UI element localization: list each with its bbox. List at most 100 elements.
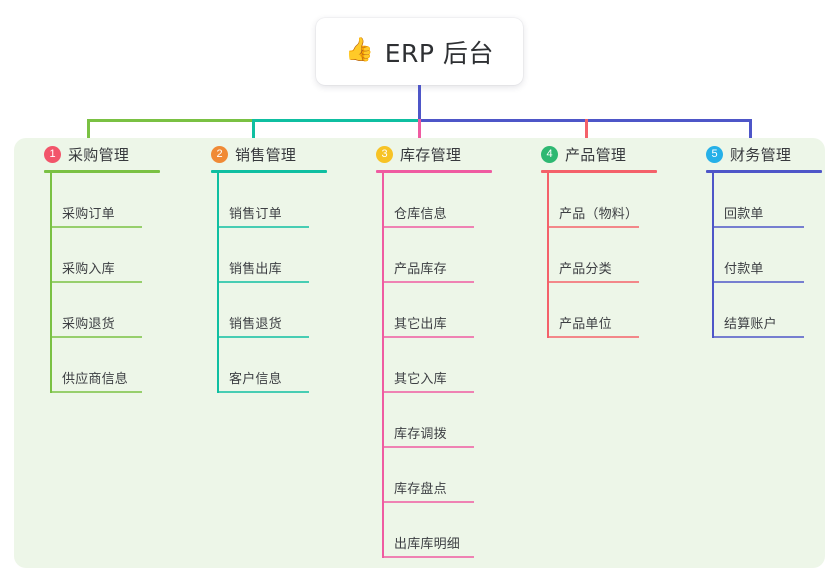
module-item-underline: [547, 281, 639, 283]
module-item-label: 采购订单: [62, 207, 115, 222]
module-item-underline: [382, 336, 474, 338]
module-item-label: 销售退货: [229, 317, 282, 332]
thumbs-up-icon: 👍: [345, 37, 374, 63]
module-item[interactable]: 客户信息: [217, 338, 329, 393]
module-item-underline: [217, 336, 309, 338]
module-item-label: 其它出库: [394, 317, 447, 332]
module-item-label: 结算账户: [724, 317, 777, 332]
module-item-underline: [547, 226, 639, 228]
module-column-3: 3 库存管理仓库信息产品库存其它出库其它入库库存调拨库存盘点出库库明细: [362, 138, 494, 558]
module-item[interactable]: 销售订单: [217, 173, 329, 228]
module-item-list: 销售订单销售出库销售退货客户信息: [217, 173, 329, 393]
module-item-list: 回款单付款单结算账户: [712, 173, 824, 338]
module-column-4: 4 产品管理产品（物料） 产品分类产品单位: [527, 138, 659, 338]
module-item[interactable]: 出库库明细: [382, 503, 494, 558]
page-title: ERP 后台: [384, 38, 494, 68]
module-item-list: 采购订单采购入库采购退货供应商信息: [50, 173, 162, 393]
module-spine: [50, 173, 52, 393]
connector-drop-5: [749, 119, 752, 140]
modules-columns: 1 采购管理采购订单采购入库采购退货供应商信息 2 销售管理销售订单销售出库销售退货客…: [14, 138, 825, 568]
module-item-underline: [50, 391, 142, 393]
module-spine: [217, 173, 219, 393]
module-item-underline: [712, 336, 804, 338]
module-title: 产品管理: [565, 145, 627, 164]
module-item[interactable]: 产品库存: [382, 228, 494, 283]
module-item-label: 出库库明细: [394, 537, 461, 552]
module-item-label: 回款单: [724, 207, 764, 222]
module-item[interactable]: 其它入库: [382, 338, 494, 393]
module-item[interactable]: 产品单位: [547, 283, 659, 338]
module-item-label: 产品库存: [394, 262, 447, 277]
module-item[interactable]: 采购退货: [50, 283, 162, 338]
module-underline: [541, 170, 657, 173]
module-item[interactable]: 付款单: [712, 228, 824, 283]
module-item-label: 产品单位: [559, 317, 612, 332]
module-item-underline: [217, 281, 309, 283]
module-item[interactable]: 结算账户: [712, 283, 824, 338]
module-item-label: 产品分类: [559, 262, 612, 277]
module-item-underline: [382, 226, 474, 228]
module-item-label: 销售订单: [229, 207, 282, 222]
module-item[interactable]: 库存调拨: [382, 393, 494, 448]
module-item-label: 供应商信息: [62, 372, 129, 387]
modules-panel: 1 采购管理采购订单采购入库采购退货供应商信息 2 销售管理销售订单销售出库销售退货客…: [14, 138, 825, 568]
module-item-label: 采购入库: [62, 262, 115, 277]
module-title: 销售管理: [235, 145, 297, 164]
connector-bus-segment-1: [87, 119, 253, 122]
module-item-label: 仓库信息: [394, 207, 447, 222]
connector-drop-3: [418, 119, 421, 140]
module-item-underline: [50, 281, 142, 283]
module-item[interactable]: 产品分类: [547, 228, 659, 283]
module-item-label: 其它入库: [394, 372, 447, 387]
module-item-underline: [217, 391, 309, 393]
connector-drop-4: [585, 119, 588, 140]
module-badge-icon: 2: [211, 145, 228, 163]
connector-bus-segment-2: [252, 119, 419, 122]
module-item[interactable]: 库存盘点: [382, 448, 494, 503]
module-header-2[interactable]: 2 销售管理: [197, 138, 329, 170]
module-spine: [547, 173, 549, 338]
module-badge-icon: 5: [706, 145, 723, 163]
module-item-list: 仓库信息产品库存其它出库其它入库库存调拨库存盘点出库库明细: [382, 173, 494, 558]
module-header-1[interactable]: 1 采购管理: [30, 138, 162, 170]
connector-drop-1: [87, 119, 90, 140]
module-item[interactable]: 其它出库: [382, 283, 494, 338]
module-item-underline: [382, 281, 474, 283]
module-item[interactable]: 回款单: [712, 173, 824, 228]
module-item-label: 销售出库: [229, 262, 282, 277]
root-title-inner: 👍 ERP 后台: [345, 34, 494, 70]
module-item-underline: [382, 501, 474, 503]
module-item-underline: [712, 281, 804, 283]
module-underline: [376, 170, 492, 173]
module-item[interactable]: 采购入库: [50, 228, 162, 283]
module-item[interactable]: 销售出库: [217, 228, 329, 283]
module-item-underline: [712, 226, 804, 228]
module-title: 库存管理: [400, 145, 462, 164]
module-item[interactable]: 销售退货: [217, 283, 329, 338]
connector-trunk: [418, 85, 421, 121]
module-item-underline: [50, 226, 142, 228]
module-item[interactable]: 产品（物料）: [547, 173, 659, 228]
module-spine: [712, 173, 714, 338]
module-item[interactable]: 采购订单: [50, 173, 162, 228]
module-title: 采购管理: [68, 145, 130, 164]
module-underline: [211, 170, 327, 173]
module-badge-icon: 1: [44, 145, 61, 163]
module-badge-icon: 4: [541, 145, 558, 163]
module-header-4[interactable]: 4 产品管理: [527, 138, 659, 170]
module-item-label: 付款单: [724, 262, 764, 277]
module-spine: [382, 173, 384, 558]
root-title-card[interactable]: 👍 ERP 后台: [316, 18, 523, 85]
module-column-2: 2 销售管理销售订单销售出库销售退货客户信息: [197, 138, 329, 393]
module-item-underline: [382, 446, 474, 448]
module-item[interactable]: 供应商信息: [50, 338, 162, 393]
module-item-underline: [50, 336, 142, 338]
module-header-3[interactable]: 3 库存管理: [362, 138, 494, 170]
module-item[interactable]: 仓库信息: [382, 173, 494, 228]
module-item-label: 客户信息: [229, 372, 282, 387]
module-item-underline: [547, 336, 639, 338]
module-badge-icon: 3: [376, 145, 393, 163]
module-item-label: 产品（物料）: [559, 207, 639, 222]
